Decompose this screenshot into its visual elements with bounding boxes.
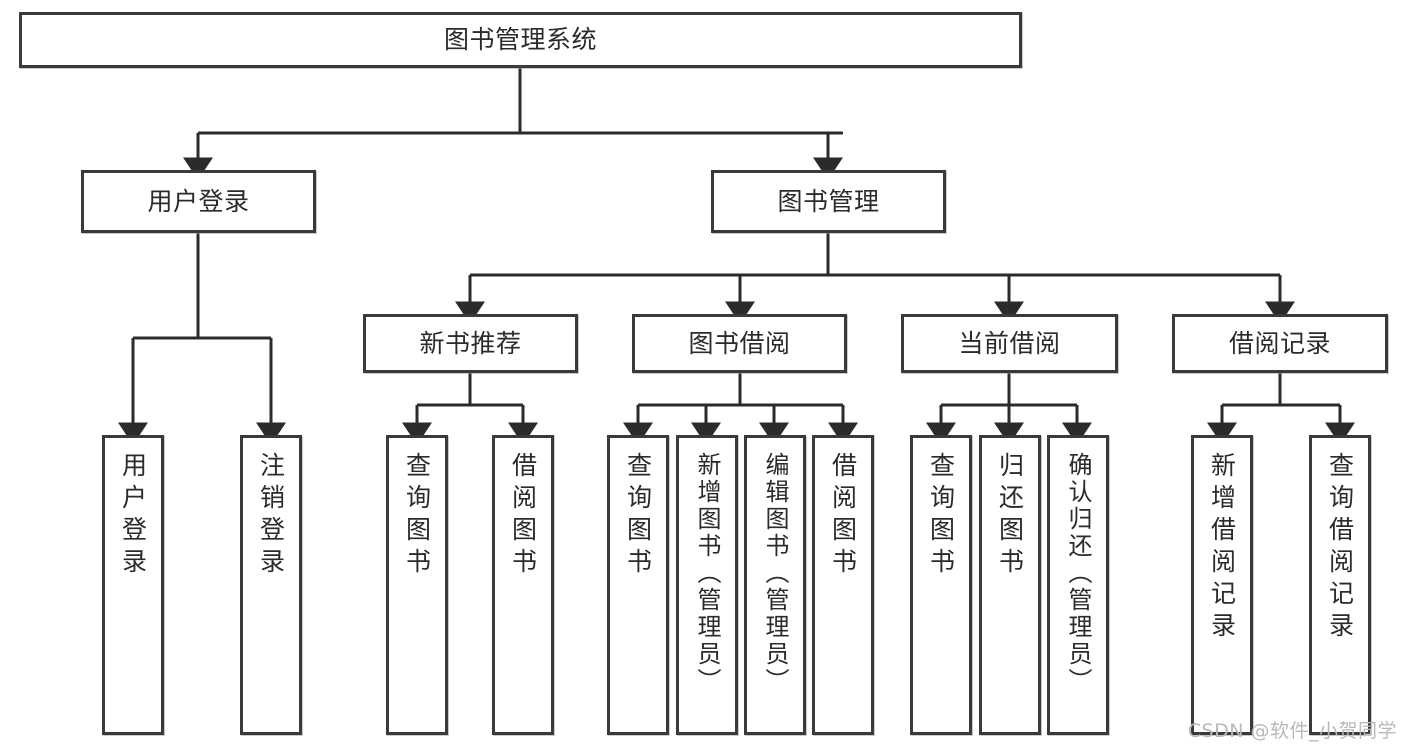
node-label: 编辑图书（管理员） [761,452,789,695]
leaf-edit-book-admin[interactable]: 编辑图书（管理员） [744,435,806,735]
node-label: 用户登录 [118,452,148,580]
node-label: 新书推荐 [419,328,522,358]
leaf-add-borrow-record[interactable]: 新增借阅记录 [1191,435,1253,735]
node-label: 归还图书 [995,452,1025,580]
leaf-query-book-borrow[interactable]: 查询图书 [607,435,669,735]
node-label: 借阅图书 [508,452,538,580]
node-label: 新增借阅记录 [1207,452,1237,644]
leaf-user-login[interactable]: 用户登录 [102,435,164,735]
node-label: 确认归还（管理员） [1064,452,1092,695]
node-label: 新增图书（管理员） [693,452,721,695]
node-label: 查询图书 [926,452,956,580]
leaf-return-book[interactable]: 归还图书 [979,435,1041,735]
node-label: 图书管理系统 [443,25,597,55]
node-user-login[interactable]: 用户登录 [81,170,316,233]
node-current-borrow[interactable]: 当前借阅 [901,314,1118,373]
node-new-book-recommend[interactable]: 新书推荐 [363,314,578,373]
node-label: 借阅图书 [828,452,858,580]
node-label: 查询借阅记录 [1325,452,1355,644]
node-label: 当前借阅 [958,328,1061,358]
node-root-book-management-system[interactable]: 图书管理系统 [19,12,1022,68]
leaf-add-book-admin[interactable]: 新增图书（管理员） [676,435,738,735]
node-label: 图书借阅 [688,328,791,358]
node-label: 借阅记录 [1228,328,1331,358]
node-label: 查询图书 [402,452,432,580]
node-label: 图书管理 [777,186,880,216]
leaf-borrow-book-new[interactable]: 借阅图书 [492,435,554,735]
node-book-management[interactable]: 图书管理 [711,170,946,233]
leaf-borrow-book[interactable]: 借阅图书 [812,435,874,735]
node-label: 注销登录 [256,452,286,580]
leaf-query-book-current[interactable]: 查询图书 [910,435,972,735]
node-label: 用户登录 [147,186,250,216]
node-book-borrow[interactable]: 图书借阅 [632,314,847,373]
node-borrow-record[interactable]: 借阅记录 [1172,314,1388,373]
node-label: 查询图书 [623,452,653,580]
leaf-confirm-return-admin[interactable]: 确认归还（管理员） [1047,435,1109,735]
leaf-query-borrow-record[interactable]: 查询借阅记录 [1309,435,1371,735]
csdn-watermark: CSDN @软件_小贺同学 [1187,720,1397,742]
leaf-logout[interactable]: 注销登录 [240,435,302,735]
leaf-query-book-new[interactable]: 查询图书 [386,435,448,735]
